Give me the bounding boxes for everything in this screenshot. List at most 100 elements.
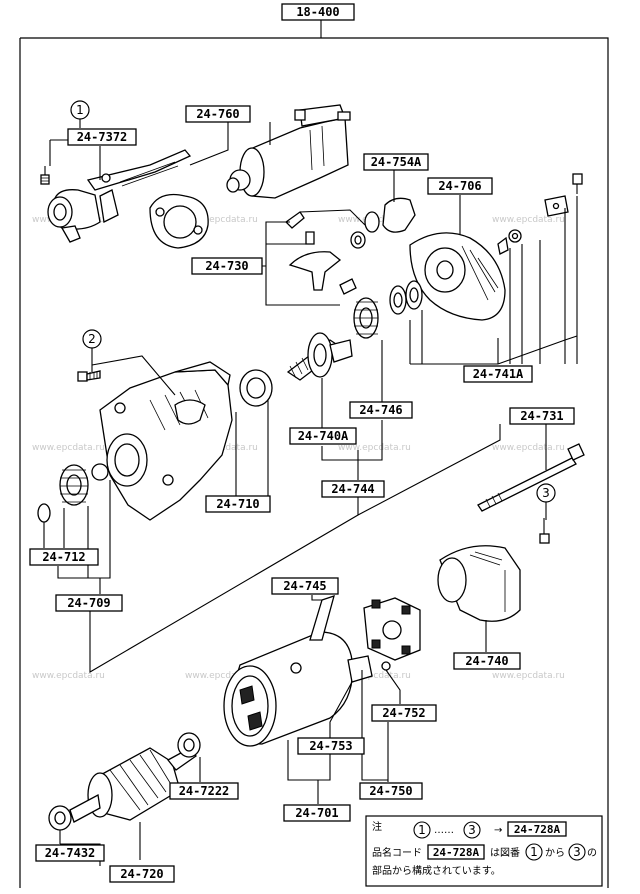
outer-frame (19, 37, 609, 888)
lever-bracket-part (47, 149, 192, 243)
label-24-750[interactable]: 24-750 (359, 782, 423, 800)
note-arrow: → (494, 825, 502, 836)
label-24-730[interactable]: 24-730 (191, 257, 263, 275)
clutch-shaft-part (286, 332, 353, 381)
label-24-710[interactable]: 24-710 (205, 495, 271, 513)
svg-text:24-709: 24-709 (67, 596, 110, 610)
svg-text:24-740A: 24-740A (298, 429, 349, 443)
watermark: www.epcdata.ru (492, 671, 565, 681)
note-dots: …… (434, 825, 454, 836)
note-line3: 部品から構成されています。 (372, 864, 501, 877)
svg-text:24-706: 24-706 (438, 179, 481, 193)
note-range-start: 1 (418, 823, 426, 837)
watermark: www.epcdata.ru (338, 443, 411, 453)
callout-3[interactable]: 3 (536, 483, 556, 503)
bearing-part (48, 732, 201, 831)
watermark: www.epcdata.ru (185, 671, 258, 681)
svg-text:24-744: 24-744 (331, 482, 374, 496)
label-24-7432[interactable]: 24-7432 (35, 844, 105, 862)
screw-part (77, 370, 101, 382)
yoke-assembly-part (223, 594, 373, 747)
label-24-760[interactable]: 24-760 (185, 105, 251, 123)
end-frame-housing-part (409, 173, 583, 321)
watermark: www.epcdata.ru (185, 215, 258, 225)
svg-text:24-753: 24-753 (309, 739, 352, 753)
watermark: www.epcdata.ru (32, 443, 105, 453)
svg-text:24-760: 24-760 (196, 107, 239, 121)
gear-part (353, 297, 379, 339)
svg-text:3: 3 (542, 486, 550, 500)
note-box: 注 1 …… 3 → 24-728A 品名コード 24-728A は図番 1 か… (365, 815, 603, 887)
solenoid-switch-part (226, 104, 351, 199)
label-24-753[interactable]: 24-753 (297, 737, 365, 755)
note-to-circle: 3 (573, 845, 581, 859)
svg-text:18-400: 18-400 (296, 5, 339, 19)
brush-cover-part (437, 545, 521, 622)
svg-text:24-7222: 24-7222 (179, 784, 230, 798)
label-24-731[interactable]: 24-731 (509, 407, 575, 425)
label-24-754A[interactable]: 24-754A (363, 153, 429, 171)
label-18-400[interactable]: 18-400 (281, 3, 355, 21)
note-line2-from: から (545, 847, 565, 859)
brush-holder-part (363, 597, 421, 671)
label-24-740[interactable]: 24-740 (453, 652, 521, 670)
note-title: 注 (372, 820, 382, 833)
svg-text:24-730: 24-730 (205, 259, 248, 273)
svg-text:1: 1 (76, 103, 84, 117)
through-bolt-part (477, 443, 585, 512)
watermark: www.epcdata.ru (338, 671, 411, 681)
shift-fork-part (284, 211, 357, 295)
callout-1[interactable]: 1 (70, 100, 90, 120)
label-24-701[interactable]: 24-701 (283, 804, 351, 822)
svg-text:24-7432: 24-7432 (45, 846, 96, 860)
label-24-741A[interactable]: 24-741A (463, 365, 533, 383)
note-from-circle: 1 (530, 845, 538, 859)
label-24-752[interactable]: 24-752 (371, 704, 437, 722)
svg-text:24-740: 24-740 (465, 654, 508, 668)
label-24-7372[interactable]: 24-7372 (67, 128, 137, 146)
screw-part (40, 166, 50, 185)
svg-text:24-7372: 24-7372 (77, 130, 128, 144)
label-24-745[interactable]: 24-745 (271, 577, 339, 595)
svg-text:24-731: 24-731 (520, 409, 563, 423)
svg-text:24-746: 24-746 (359, 403, 402, 417)
label-24-712[interactable]: 24-712 (29, 548, 99, 566)
contact-ring-part (350, 197, 416, 249)
svg-text:24-710: 24-710 (216, 497, 259, 511)
leader-lines (43, 119, 578, 866)
label-24-746[interactable]: 24-746 (349, 401, 413, 419)
svg-text:24-741A: 24-741A (473, 367, 524, 381)
svg-text:24-754A: 24-754A (371, 155, 422, 169)
note-range-end: 3 (468, 823, 476, 837)
note-line2-prefix: 品名コード (372, 846, 422, 859)
svg-text:24-745: 24-745 (283, 579, 326, 593)
watermark: www.epcdata.ru (492, 215, 565, 225)
label-24-744[interactable]: 24-744 (321, 480, 385, 498)
label-24-7222[interactable]: 24-7222 (169, 782, 239, 800)
note-line2-suffix: の (587, 848, 597, 859)
washer-part (389, 280, 423, 315)
svg-text:24-720: 24-720 (120, 867, 163, 881)
svg-text:24-750: 24-750 (369, 784, 412, 798)
pinion-gear-part (37, 463, 109, 523)
screw-part (539, 518, 550, 544)
svg-text:24-712: 24-712 (42, 550, 85, 564)
label-24-709[interactable]: 24-709 (55, 594, 123, 612)
bearing-part (239, 369, 273, 407)
note-line2-code: 24-728A (433, 846, 480, 859)
note-target-code: 24-728A (514, 823, 561, 836)
watermark: www.epcdata.ru (32, 671, 105, 681)
armature-part (69, 747, 197, 823)
gasket-plate-part (149, 193, 209, 249)
note-line2-mid: は図番 (490, 847, 520, 859)
watermark: www.epcdata.ru (492, 443, 565, 453)
callout-2[interactable]: 2 (82, 329, 102, 349)
label-24-720[interactable]: 24-720 (109, 865, 175, 883)
drive-housing-part (99, 361, 233, 521)
svg-text:2: 2 (88, 332, 96, 346)
label-24-706[interactable]: 24-706 (427, 177, 493, 195)
svg-text:24-701: 24-701 (295, 806, 338, 820)
label-24-740A[interactable]: 24-740A (289, 427, 357, 445)
svg-text:24-752: 24-752 (382, 706, 425, 720)
